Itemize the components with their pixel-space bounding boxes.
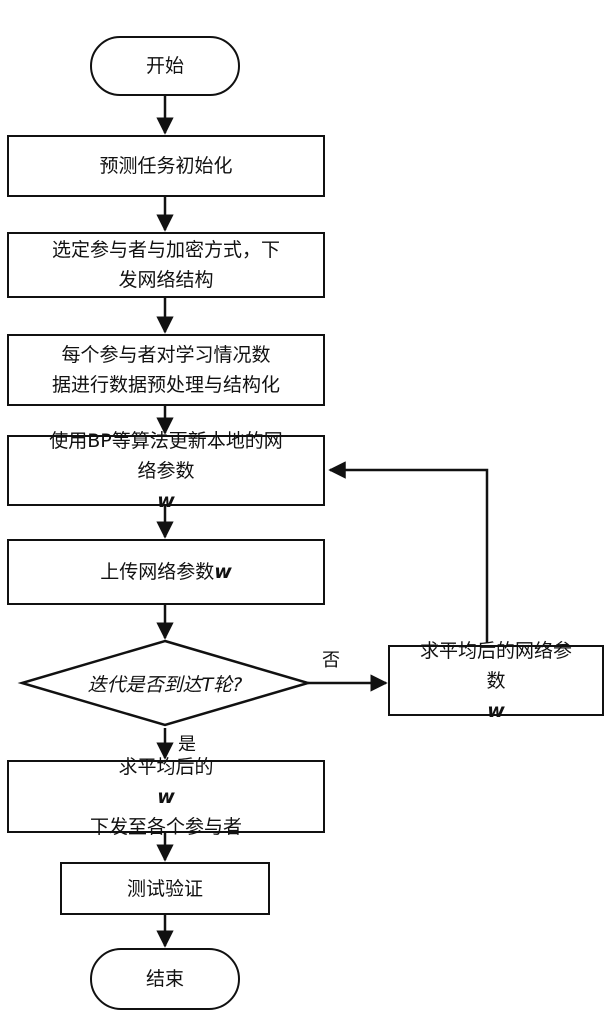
test-label: 测试验证 (126, 877, 203, 900)
select-node: 选定参与者与加密方式，下 发网络结构 (7, 232, 325, 298)
upload-label: 上传网络参数w (100, 557, 232, 587)
update-label-line2: 络参数 w (49, 456, 283, 516)
preprocess-node: 每个参与者对学习情况数 据进行数据预处理与结构化 (7, 334, 325, 406)
distribute-label-var: w (157, 785, 175, 808)
decision-diamond (17, 639, 313, 727)
upload-label-text: 上传网络参数 (100, 561, 215, 583)
preprocess-label-line1: 每个参与者对学习情况数 (61, 344, 271, 366)
test-node: 测试验证 (60, 862, 270, 915)
decision-label-box: 迭代是否到达T轮? (20, 650, 310, 716)
distribute-node: 求平均后的 w 下发至各个参与者 (7, 756, 325, 838)
select-label-line1: 选定参与者与加密方式，下 (51, 239, 280, 261)
edge-loop-back (328, 461, 489, 643)
average-side-label-text: 数 (486, 669, 506, 692)
preprocess-label-line2: 据进行数据预处理与结构化 (51, 374, 280, 396)
distribute-label-line1: 求平均后的 w (90, 752, 242, 812)
distribute-label-line2: 下发至各个参与者 (89, 815, 242, 838)
update-label-line1: 使用BP等算法更新本地的网 (49, 429, 283, 452)
edge-label-yes: 是 (178, 734, 196, 755)
start-label: 开始 (145, 55, 184, 77)
decision-label: 迭代是否到达T轮? (87, 673, 243, 696)
init-label: 预测任务初始化 (99, 155, 233, 177)
upload-node: 上传网络参数w (7, 539, 325, 605)
start-node: 开始 (90, 36, 240, 96)
update-label-text: 络参数 (137, 459, 195, 482)
distribute-label-text: 求平均后的 (118, 755, 214, 778)
average-side-label-var: w (487, 699, 505, 722)
select-label-line2: 发网络结构 (118, 269, 214, 291)
edge-label-no: 否 (322, 650, 340, 671)
init-node: 预测任务初始化 (7, 135, 325, 197)
update-node: 使用BP等算法更新本地的网 络参数 w (7, 430, 325, 512)
upload-label-var: w (214, 561, 232, 583)
average-side-label-line1: 求平均后的网络参 (419, 639, 572, 662)
end-label: 结束 (145, 968, 184, 990)
update-label-var: w (157, 489, 175, 512)
end-node: 结束 (90, 948, 240, 1010)
